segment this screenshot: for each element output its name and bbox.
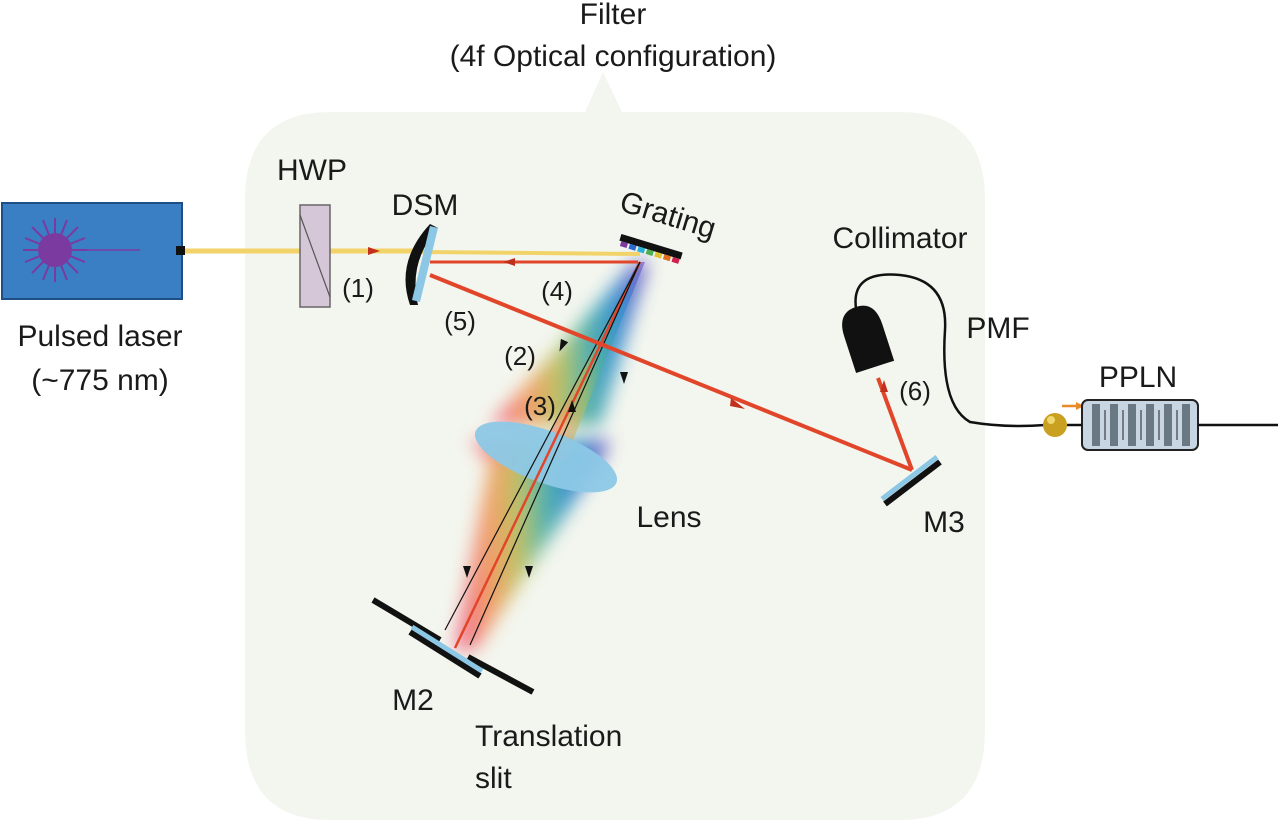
slit-label-2: slit xyxy=(475,762,512,795)
hwp xyxy=(299,204,331,308)
coupling-lens-ball xyxy=(1043,413,1067,437)
input-beam-to-grating xyxy=(419,250,641,256)
laser-output-port xyxy=(176,246,185,255)
translation-slit-upper xyxy=(371,597,442,643)
m2-label: M2 xyxy=(392,684,434,717)
beam-6-arrow xyxy=(880,380,888,392)
beam-6 xyxy=(876,377,914,471)
filter-subtitle: (4f Optical configuration) xyxy=(450,40,777,73)
collimator xyxy=(842,305,895,374)
beam-grating-to-m2 xyxy=(453,261,642,649)
collimator-label: Collimator xyxy=(832,222,967,255)
coupling-arrow-head xyxy=(1076,402,1084,410)
m3-mirror-face xyxy=(880,455,939,501)
m3-label: M3 xyxy=(923,506,965,539)
coupling-lens-ball-highlight xyxy=(1047,416,1055,424)
step-label-2: (2) xyxy=(504,341,536,371)
beam-5-arrow xyxy=(730,398,745,409)
m3-mirror xyxy=(883,459,942,507)
ppln-label: PPLN xyxy=(1099,361,1177,394)
ppln-crystal xyxy=(1081,399,1199,451)
ray-right xyxy=(469,261,641,646)
step-label-3: (3) xyxy=(524,391,556,421)
filter-panel xyxy=(245,72,985,820)
dsm-label: DSM xyxy=(392,189,459,222)
step-label-6: (6) xyxy=(899,376,931,406)
ray-arrow-2 xyxy=(559,338,569,352)
return-beam-4-arrow xyxy=(503,258,515,266)
step-label-4: (4) xyxy=(541,276,573,306)
pmf-fiber xyxy=(854,273,1046,428)
laser-wavelength: (~775 nm) xyxy=(31,364,169,397)
pmf-label: PMF xyxy=(966,312,1029,345)
beam-5 xyxy=(429,273,913,472)
lens-label: Lens xyxy=(636,501,701,534)
step-label-1: (1) xyxy=(342,273,374,303)
m2-mirror xyxy=(408,629,482,679)
slit-label-1: Translation xyxy=(475,720,622,753)
ray-left xyxy=(444,261,641,631)
step-label-5: (5) xyxy=(444,306,476,336)
ray-arrow-3 xyxy=(568,400,576,412)
input-beam-arrow xyxy=(368,247,380,255)
laser-core xyxy=(38,233,72,267)
ray-arrow-lens-right xyxy=(620,372,628,384)
m2-mirror-face xyxy=(410,624,484,674)
translation-slit-lower xyxy=(466,654,535,695)
ray-arrow-lower-left xyxy=(463,566,471,578)
hwp-label: HWP xyxy=(277,154,347,187)
laser-label: Pulsed laser xyxy=(17,320,182,353)
grating xyxy=(619,233,683,264)
ray-arrow-lower-right xyxy=(525,566,533,578)
filter-title: Filter xyxy=(580,0,647,31)
dsm xyxy=(405,224,438,305)
